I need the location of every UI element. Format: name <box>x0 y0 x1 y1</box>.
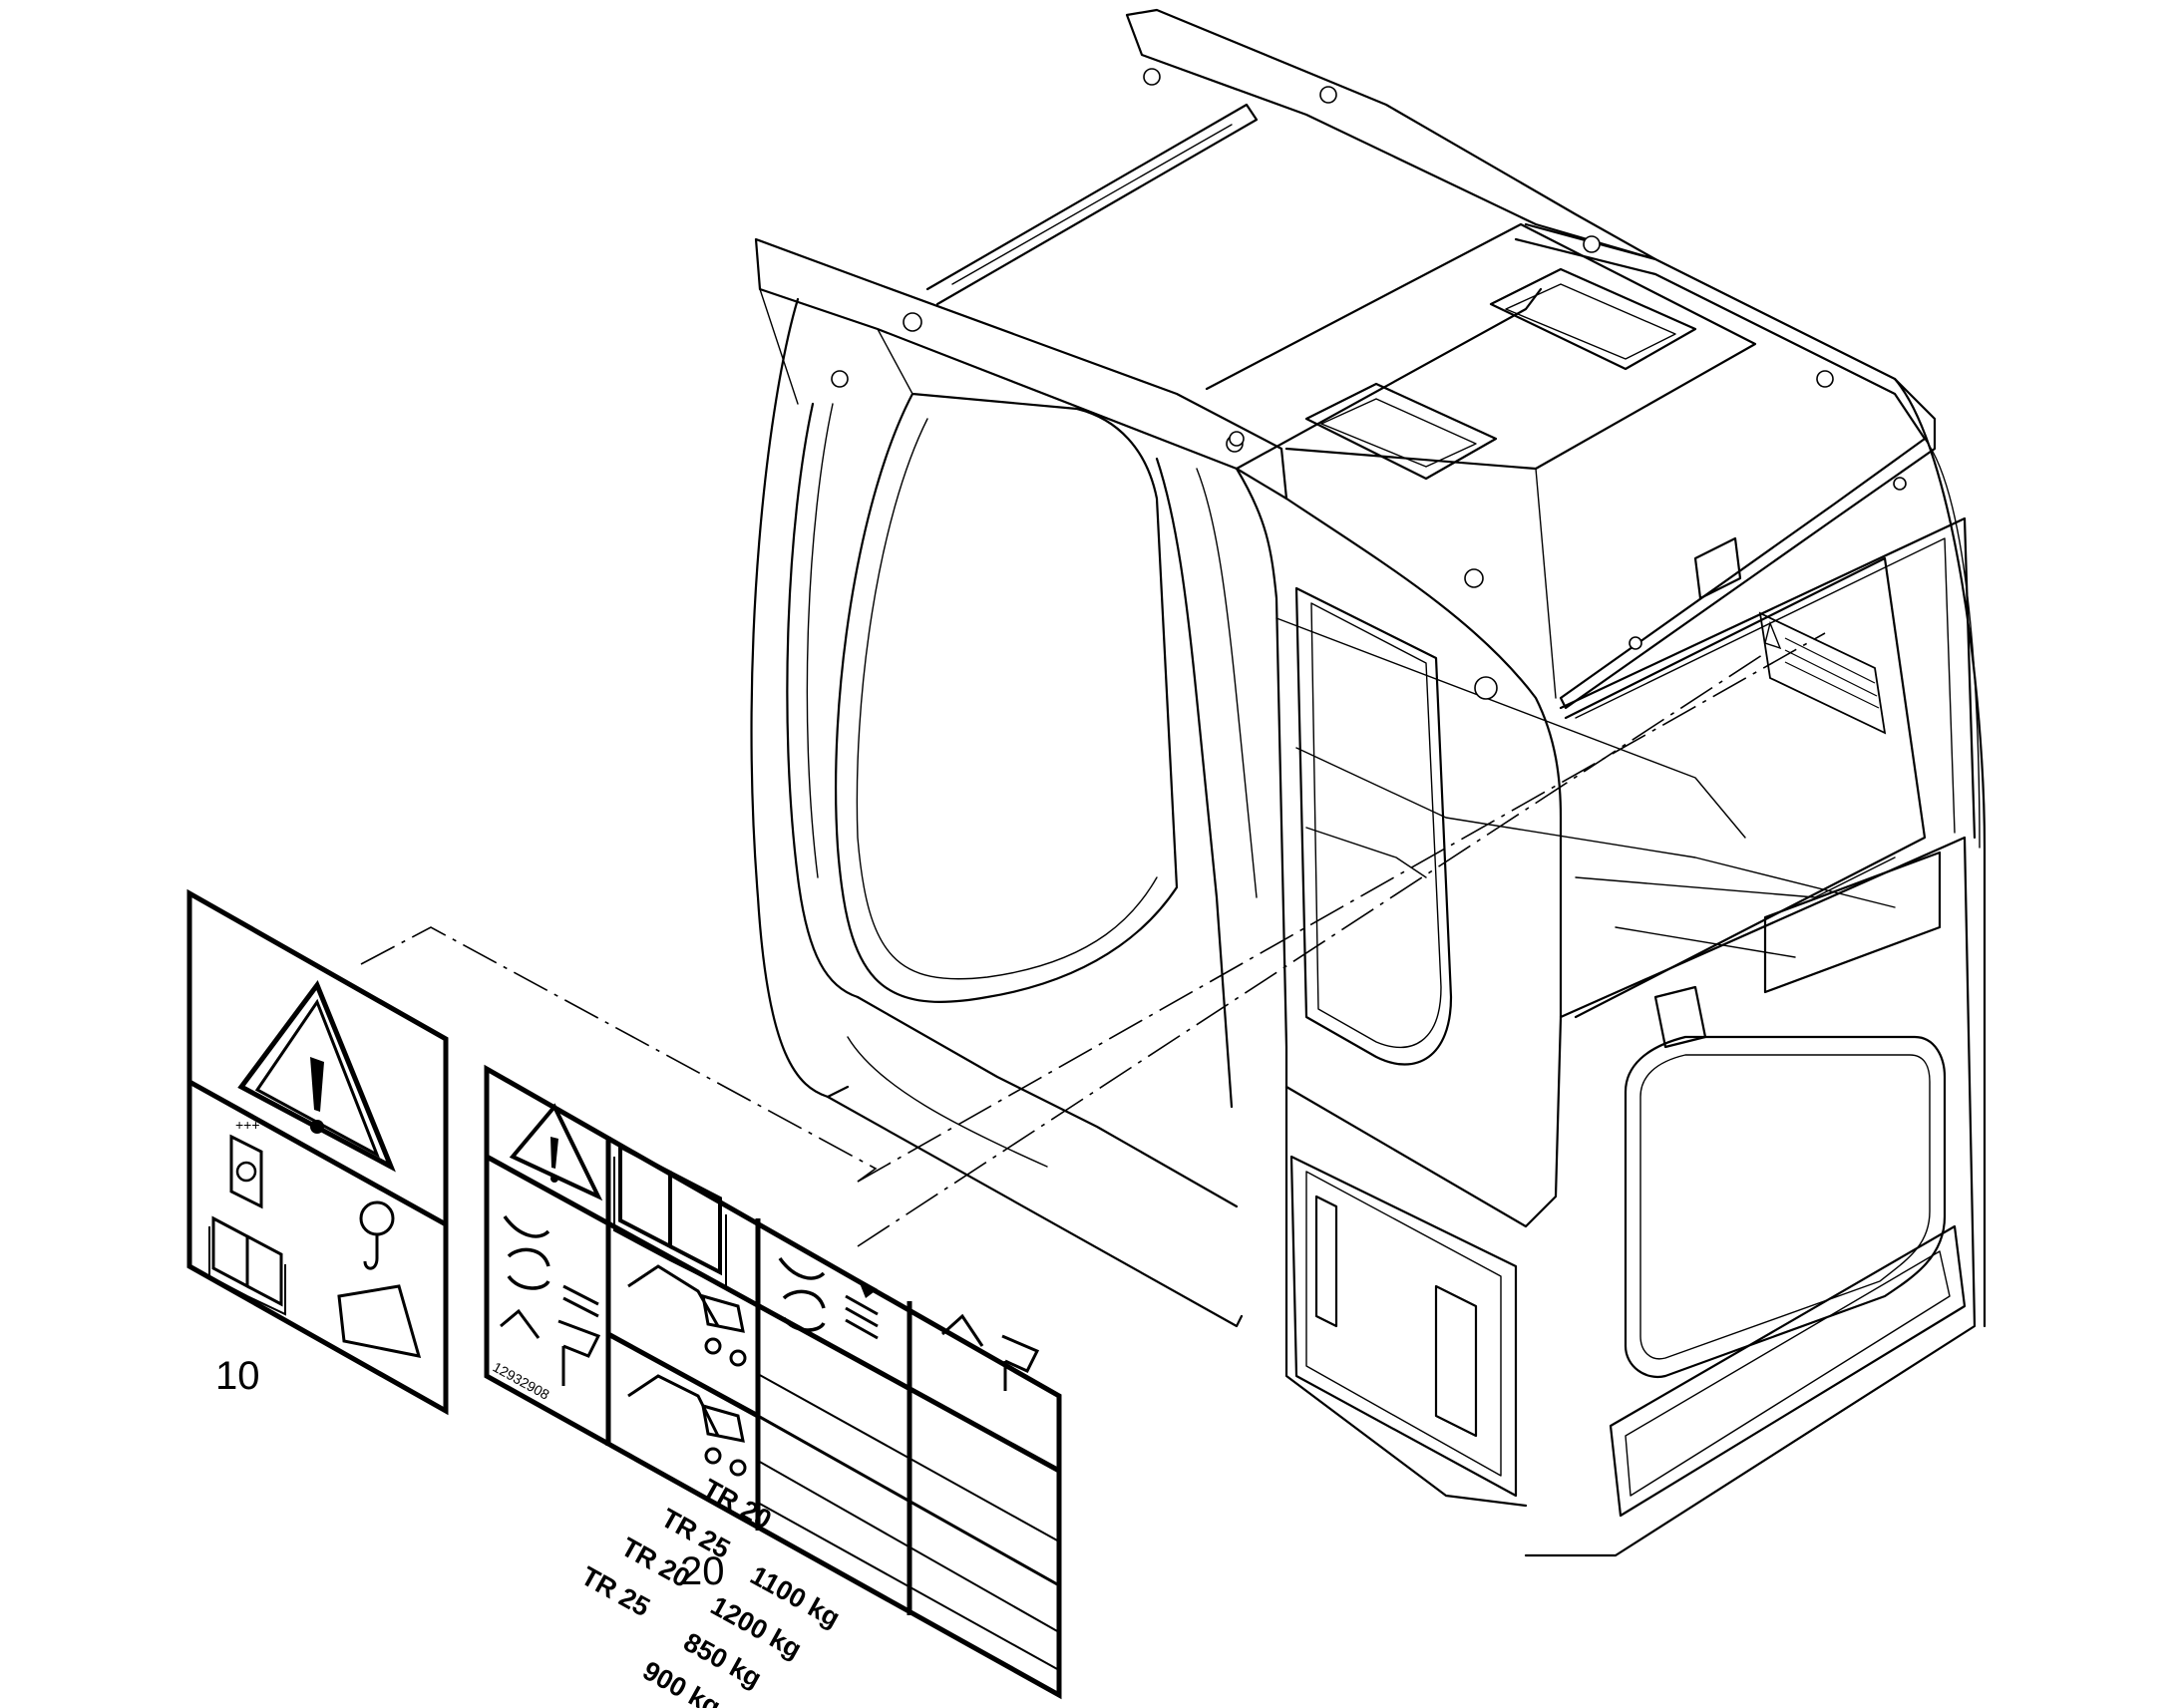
remote-control-icon: +++ <box>229 1117 263 1209</box>
svg-text:+++: +++ <box>235 1117 260 1133</box>
manual-book-icon <box>613 1143 727 1290</box>
leader-lines <box>360 632 1826 1247</box>
decal-10: +++ <box>186 888 449 1416</box>
warning-triangle-icon <box>509 1103 603 1201</box>
lifting-hook-icon <box>337 1200 422 1358</box>
cab-frame <box>750 8 1987 1557</box>
warning-triangle-icon <box>237 979 396 1173</box>
decal-20: 12932908 TR 20 TR 25 TR 20 TR 25 1100 kg… <box>484 1064 1062 1708</box>
excavator-icon <box>627 1264 747 1477</box>
callout-10: 10 <box>215 1354 260 1398</box>
lift-symbol-icon <box>500 1284 1040 1391</box>
rotation-icon <box>503 1214 879 1340</box>
installed-decal <box>1758 611 1887 735</box>
callout-20: 20 <box>680 1549 725 1593</box>
manual-book-icon <box>208 1215 286 1316</box>
cab-bolts <box>831 68 1907 700</box>
